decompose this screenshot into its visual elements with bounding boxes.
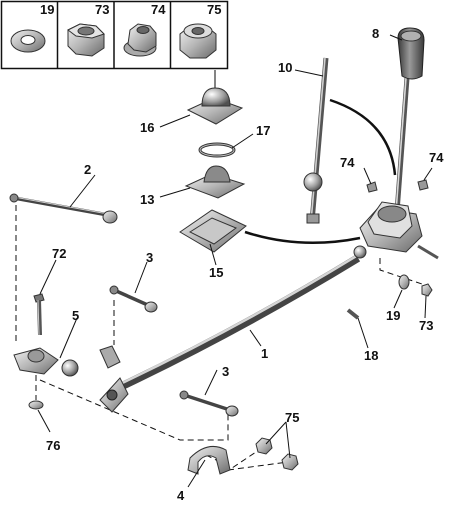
callout-16: 16	[140, 120, 154, 135]
callout-75: 75	[285, 410, 299, 425]
short-link-3-lower	[179, 390, 239, 417]
upper-mount-16	[186, 70, 244, 125]
pivot-plate-13	[184, 165, 246, 199]
callout-76: 76	[46, 438, 60, 453]
seal-ring-17	[198, 142, 236, 158]
pin-18	[346, 308, 360, 320]
flange-nut-icon	[123, 23, 157, 57]
callout-19: 19	[386, 308, 400, 323]
callout-4: 4	[177, 488, 185, 503]
callout-1: 1	[261, 346, 268, 361]
callout-17: 17	[256, 123, 270, 138]
bracket-5	[13, 347, 79, 377]
callout-74-left: 74	[340, 155, 355, 170]
main-shift-rod	[99, 245, 367, 413]
washer-19-right	[398, 274, 410, 290]
callout-72: 72	[52, 246, 66, 261]
gear-knob-lever	[394, 27, 425, 213]
assembly-guide-lines	[15, 205, 426, 471]
shifter-housing	[359, 201, 439, 260]
callout-3-lower: 3	[222, 364, 229, 379]
callout-2: 2	[84, 162, 91, 177]
legend-number-75: 75	[207, 2, 221, 17]
callout-5: 5	[72, 308, 79, 323]
legend-number-19: 19	[40, 2, 54, 17]
lock-nut-75-lower	[281, 453, 299, 471]
nylon-lock-nut-icon	[179, 23, 217, 59]
flat-washer-icon	[10, 29, 46, 53]
stud-nut-74-left	[366, 181, 378, 193]
legend-number-73: 73	[95, 2, 109, 17]
leader-lines	[37, 34, 433, 488]
nut-73-right	[421, 283, 433, 297]
base-gasket-15	[179, 209, 247, 253]
callout-18: 18	[364, 348, 378, 363]
callout-15: 15	[209, 265, 223, 280]
callout-3-upper: 3	[146, 250, 153, 265]
stud-nut-74-right	[417, 179, 429, 191]
legend-number-74: 74	[151, 2, 166, 17]
short-link-3-upper	[109, 285, 158, 313]
selector-rod	[303, 57, 329, 224]
callout-73: 73	[419, 318, 433, 333]
washer-76	[28, 400, 44, 410]
callout-74-right: 74	[429, 150, 444, 165]
callout-13: 13	[140, 192, 154, 207]
bolt-72	[33, 293, 45, 336]
hardware-legend: 19 73 74 75	[0, 0, 229, 70]
callout-8: 8	[372, 26, 379, 41]
linkage-rod-2	[9, 193, 118, 224]
clamp-bracket-4	[187, 445, 231, 475]
hex-nut-icon	[67, 23, 105, 57]
callout-10: 10	[278, 60, 292, 75]
connector-curve-upper	[329, 98, 397, 176]
connector-curve-lower	[244, 230, 361, 245]
